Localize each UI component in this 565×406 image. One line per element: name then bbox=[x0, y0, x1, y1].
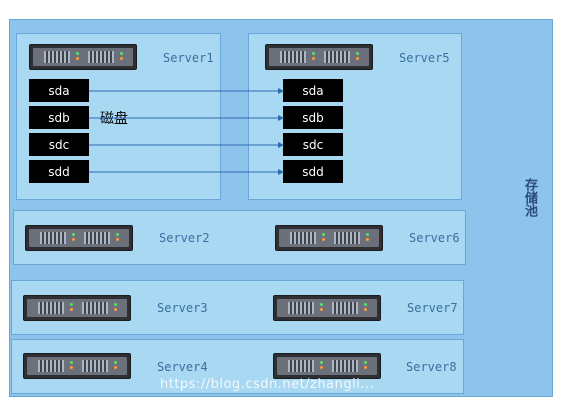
server2-rack-icon bbox=[25, 225, 133, 251]
server1-disk-sdc: sdc bbox=[29, 133, 89, 156]
server2-label: Server2 bbox=[159, 231, 210, 245]
server1-disk-sdb: sdb bbox=[29, 106, 89, 129]
server5-rack-icon bbox=[265, 44, 373, 70]
server1-rack-icon bbox=[29, 44, 137, 70]
server6-label: Server6 bbox=[409, 231, 460, 245]
server3-rack-icon bbox=[23, 295, 131, 321]
disk-caption: 磁盘 bbox=[100, 111, 128, 127]
server1-disk-sdd: sdd bbox=[29, 160, 89, 183]
server5-disk-sdc: sdc bbox=[283, 133, 343, 156]
server5-disk-sda: sda bbox=[283, 79, 343, 102]
server1-label: Server1 bbox=[163, 51, 214, 65]
server4-rack-icon bbox=[23, 353, 131, 379]
server3-label: Server3 bbox=[157, 301, 208, 315]
server7-rack-icon bbox=[273, 295, 381, 321]
server7-label: Server7 bbox=[407, 301, 458, 315]
server6-rack-icon bbox=[275, 225, 383, 251]
watermark: https://blog.csdn.net/zhangli... bbox=[160, 377, 375, 392]
server5-label: Server5 bbox=[399, 51, 450, 65]
server8-label: Server8 bbox=[406, 360, 457, 374]
storage-pool-label: 存储池 bbox=[522, 178, 537, 217]
server8-rack-icon bbox=[273, 353, 381, 379]
server5-disk-sdb: sdb bbox=[283, 106, 343, 129]
server1-disk-sda: sda bbox=[29, 79, 89, 102]
server5-disk-sdd: sdd bbox=[283, 160, 343, 183]
server4-label: Server4 bbox=[157, 360, 208, 374]
